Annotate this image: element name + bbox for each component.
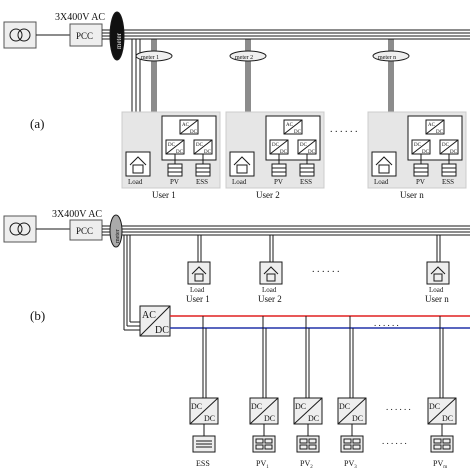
panel-b-label: (b) xyxy=(30,308,45,323)
user-2-dcdc-left-b: DC xyxy=(280,150,288,155)
user-meter-label-1: meter 1 xyxy=(141,55,159,61)
dcdc-pv1-top: DC xyxy=(251,402,262,411)
user-n-ess-label: ESS xyxy=(442,178,454,186)
user-2-ess-label: ESS xyxy=(300,178,312,186)
main-meter-b xyxy=(109,214,123,248)
user-2-dcdc-right-b: DC xyxy=(308,150,316,155)
load-house-n xyxy=(426,261,450,285)
b-user-n-load: Load xyxy=(429,286,444,294)
dc-bus-dots: . . . . . . xyxy=(374,318,399,328)
user-1-ess-label: ESS xyxy=(196,178,208,186)
grid-transformer-box-b xyxy=(3,215,37,243)
converter-dc-label: DC xyxy=(155,325,169,336)
user-n-load-label: Load xyxy=(374,178,389,186)
dcdc-pv2-bottom: DC xyxy=(308,414,319,423)
source-label-pv3: PV3 xyxy=(344,459,357,470)
panel-a-label: (a) xyxy=(30,116,44,131)
user-1-dcdc-right-b: DC xyxy=(204,150,212,155)
user-n-equipment xyxy=(371,115,463,177)
b-user-n-name: User n xyxy=(425,294,449,304)
user-n-pv-label: PV xyxy=(416,178,425,186)
dcdc-pvm-top: DC xyxy=(429,402,440,411)
sources-dots-lower: . . . . . . xyxy=(382,436,407,446)
pcc-box-a xyxy=(69,23,103,47)
user-2-equipment xyxy=(229,115,321,177)
dcdc-pv2-top: DC xyxy=(295,402,306,411)
b-user-2-load: Load xyxy=(262,286,277,294)
load-house-2 xyxy=(259,261,283,285)
panel-a xyxy=(3,11,470,189)
load-house-1 xyxy=(187,261,211,285)
user-n-name: User n xyxy=(400,190,424,200)
b-user-1-name: User 1 xyxy=(186,294,210,304)
grid-transformer-box-a xyxy=(3,21,37,49)
user-n-dcdc-left-b: DC xyxy=(422,150,430,155)
source-label-pvm: PVm xyxy=(433,459,447,470)
transformer-coil-right-b-icon xyxy=(17,222,31,236)
user-meter-n xyxy=(372,50,410,62)
source-label-pv2: PV2 xyxy=(300,459,313,470)
dcdc-pvm-bottom: DC xyxy=(442,414,453,423)
panel-b xyxy=(3,214,470,453)
user-2-dcdc-left-a: DC xyxy=(272,143,280,148)
users-dots-b: . . . . . . xyxy=(312,264,340,275)
user-2-load-label: Load xyxy=(232,178,247,186)
dcdc-pv3-bottom: DC xyxy=(352,414,363,423)
dcdc-pv3-top: DC xyxy=(339,402,350,411)
user-2-dcdc-right-a: DC xyxy=(300,143,308,148)
user-1-load-label: Load xyxy=(128,178,143,186)
source-label-pv1: PV1 xyxy=(256,459,269,470)
main-meter-label-a: meter xyxy=(115,32,123,49)
user-n-ac-label: AC xyxy=(428,123,436,128)
user-2-name: User 2 xyxy=(256,190,280,200)
user-1-ac-label: AC xyxy=(182,123,190,128)
user-n-dcdc-left-a: DC xyxy=(414,143,422,148)
dcdc-ess-top: DC xyxy=(191,402,202,411)
user-1-dcdc-left-a: DC xyxy=(168,143,176,148)
user-1-dc-label: DC xyxy=(190,130,198,135)
user-2-dc-label: DC xyxy=(294,130,302,135)
user-meter-label-n: meter n xyxy=(378,55,396,61)
dcdc-ess-bottom: DC xyxy=(204,414,215,423)
pv2-panel-icon xyxy=(296,435,320,453)
transformer-coil-left-b-icon xyxy=(9,222,23,236)
user-1-dcdc-left-b: DC xyxy=(176,150,184,155)
user-2-ac-label: AC xyxy=(286,123,294,128)
pv1-panel-icon xyxy=(252,435,276,453)
pvm-panel-icon xyxy=(430,435,454,453)
b-user-2-name: User 2 xyxy=(258,294,282,304)
pcc-label-a: PCC xyxy=(76,31,93,41)
user-1-name: User 1 xyxy=(152,190,176,200)
user-1-dcdc-right-a: DC xyxy=(196,143,204,148)
transformer-coil-right-icon xyxy=(17,28,31,42)
user-n-dc-label: DC xyxy=(436,130,444,135)
main-meter-a xyxy=(109,11,125,61)
supply-label-a: 3X400V AC xyxy=(55,12,105,23)
user-meter-label-2: meter 2 xyxy=(235,55,253,61)
sources-dots: . . . . . . xyxy=(386,402,411,412)
user-2-pv-label: PV xyxy=(274,178,283,186)
dcdc-pv1-bottom: DC xyxy=(264,414,275,423)
transformer-coil-left-icon xyxy=(9,28,23,42)
user-n-dcdc-right-a: DC xyxy=(442,143,450,148)
pcc-box-b xyxy=(69,219,103,241)
user-meter-1 xyxy=(135,50,173,62)
supply-label-b: 3X400V AC xyxy=(52,209,102,220)
source-label-ess: ESS xyxy=(196,459,210,468)
converter-ac-label: AC xyxy=(142,310,156,321)
users-dots-a: . . . . . . xyxy=(330,124,358,135)
pv3-panel-icon xyxy=(340,435,364,453)
user-1-pv-label: PV xyxy=(170,178,179,186)
main-meter-label-b: meter xyxy=(115,229,121,243)
user-1-equipment xyxy=(125,115,217,177)
pcc-label-b: PCC xyxy=(76,226,93,236)
user-meter-2 xyxy=(229,50,267,62)
b-user-1-load: Load xyxy=(190,286,205,294)
user-n-dcdc-right-b: DC xyxy=(450,150,458,155)
